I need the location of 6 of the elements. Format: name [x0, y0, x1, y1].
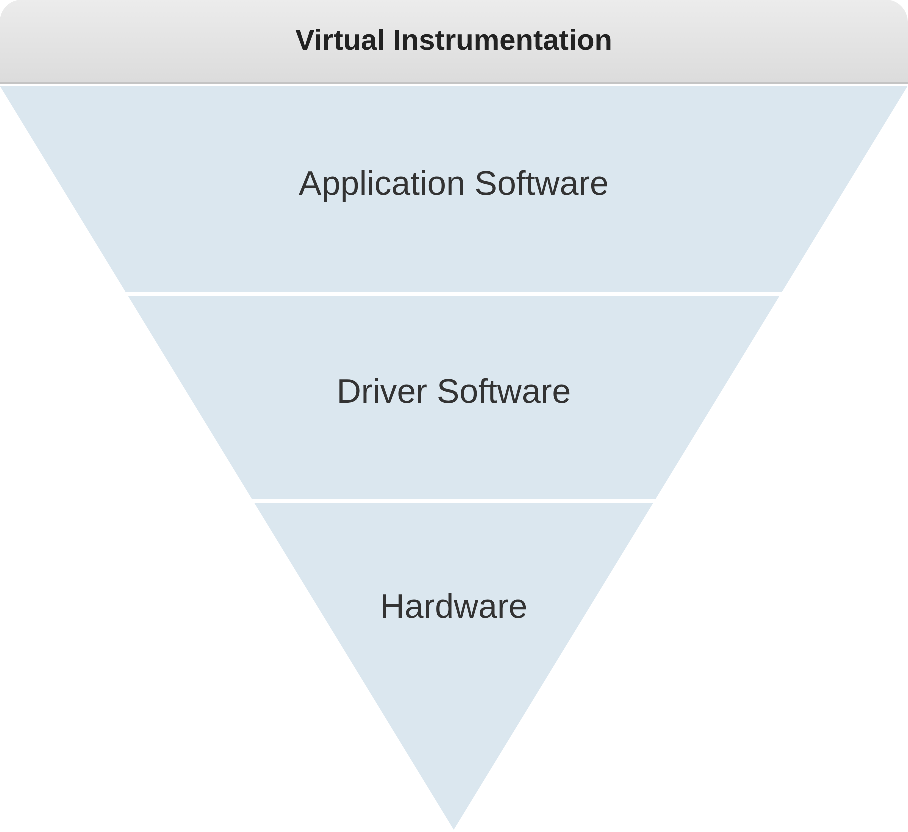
layer-label: Hardware — [380, 588, 528, 627]
layer-label: Driver Software — [336, 373, 572, 412]
header-title: Virtual Instrumentation — [296, 24, 612, 58]
header-band — [0, 0, 908, 84]
pyramid-layer — [0, 86, 908, 292]
layer-label: Application Software — [299, 164, 609, 204]
